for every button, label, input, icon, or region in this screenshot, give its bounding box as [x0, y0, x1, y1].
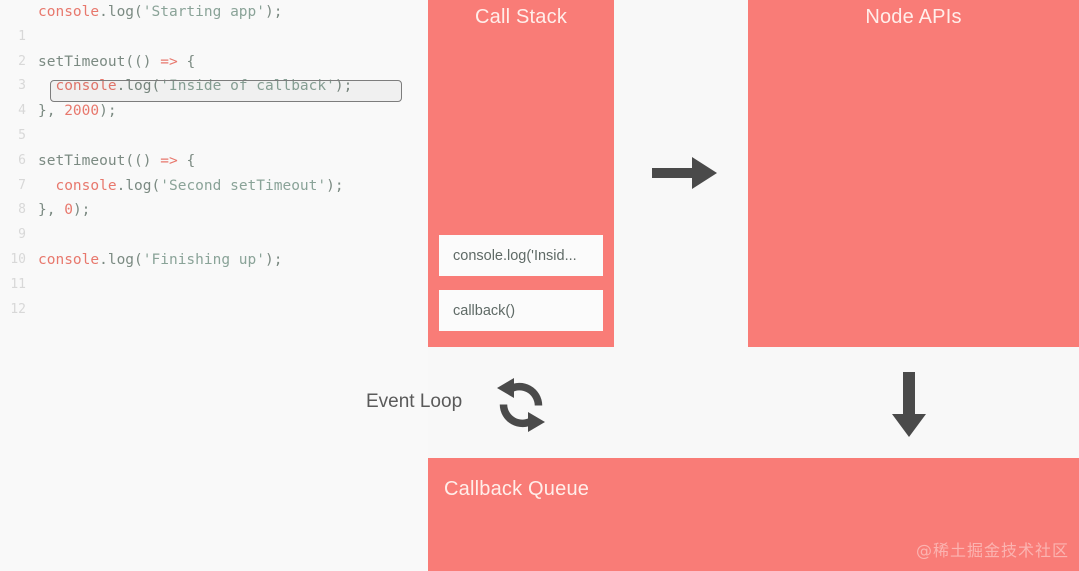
code-line: 11 console.log('Finishing up'); [0, 248, 428, 292]
code-line-content: }, 2000); [38, 103, 117, 120]
code-line-content: setTimeout(() => { [38, 53, 196, 70]
code-line: 5 }, 2000); [0, 99, 428, 143]
line-number: 11 [10, 276, 26, 292]
code-line-content: console.log('Finishing up'); [38, 251, 283, 268]
code-line: 1 console.log('Starting app'); [0, 0, 428, 44]
code-line-content: console.log('Starting app'); [38, 4, 283, 20]
code-line: 8 console.log('Second setTimeout'); [0, 174, 428, 218]
code-line: 10 [0, 223, 428, 267]
line-number: 10 [10, 251, 26, 267]
callback-queue-title: Callback Queue [444, 478, 590, 500]
code-line: 3 setTimeout(() => { [0, 50, 428, 94]
line-number: 3 [18, 78, 26, 94]
node-apis-panel: Node APIs [748, 0, 1079, 347]
arrow-right-icon [652, 155, 718, 191]
line-number: 6 [18, 152, 26, 168]
code-editor[interactable]: 1 console.log('Starting app'); 2 3 setTi… [0, 0, 428, 571]
code-line: 6 [0, 124, 428, 168]
code-line-content: console.log('Second setTimeout'); [55, 177, 344, 194]
line-number: 8 [18, 202, 26, 218]
call-stack-panel: Call Stack console.log('Insid... callbac… [428, 0, 614, 347]
code-line-content: setTimeout(() => { [38, 152, 196, 169]
code-line-highlighted: 4 console.log('Inside of callback'); [0, 74, 428, 118]
call-stack-frame[interactable]: console.log('Insid... [439, 235, 603, 276]
line-number: 9 [18, 227, 26, 243]
line-number: 2 [18, 53, 26, 69]
code-line: 7 setTimeout(() => { [0, 149, 428, 193]
code-line: 12 [0, 273, 428, 317]
line-number: 1 [18, 28, 26, 44]
line-number: 7 [18, 177, 26, 193]
call-stack-frame[interactable]: callback() [439, 290, 603, 331]
code-line-content: console.log('Inside of callback'); [55, 78, 353, 95]
line-number: 5 [18, 127, 26, 143]
arrow-down-icon [891, 372, 927, 438]
code-line-content: }, 0); [38, 202, 91, 219]
event-loop-label: Event Loop [366, 391, 463, 412]
code-line: 9 }, 0); [0, 198, 428, 242]
call-stack-title: Call Stack [474, 6, 568, 28]
callback-queue-panel: Callback Queue @稀土掘金技术社区 [428, 458, 1079, 571]
node-apis-title: Node APIs [865, 6, 962, 28]
line-number: 4 [18, 103, 26, 119]
code-line: 2 [0, 25, 428, 69]
loop-refresh-icon [492, 376, 550, 434]
line-number: 12 [10, 301, 26, 317]
watermark: @稀土掘金技术社区 [915, 541, 1069, 560]
